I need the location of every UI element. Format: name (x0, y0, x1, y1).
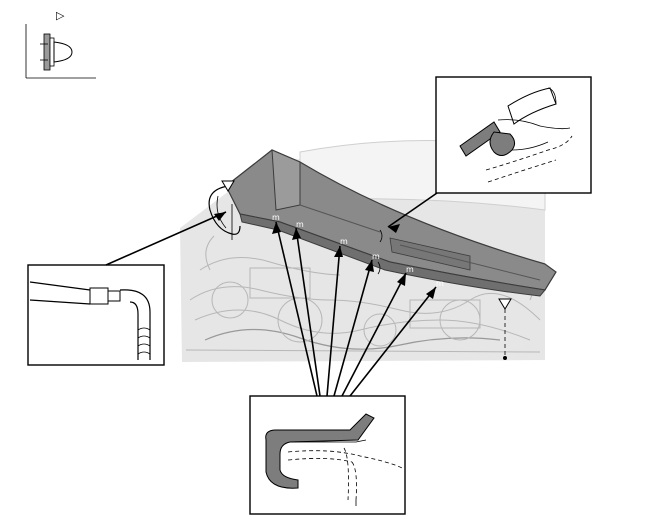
clip-marker-4: m (372, 252, 380, 261)
triangle-marker-left (221, 180, 235, 192)
leader-lines (105, 192, 438, 397)
clip-markers: m m m m m m (272, 213, 444, 288)
inset-top-right (435, 76, 592, 194)
clip-marker-6: m (436, 279, 444, 288)
clip-marker-2: m (296, 220, 304, 229)
panel-clip-mark-2 (377, 261, 381, 275)
inset-left (27, 264, 165, 366)
panel-clip-mark (379, 229, 383, 243)
cowl-panel (225, 149, 557, 297)
washer-hose (208, 180, 241, 240)
clip-marker-1: m (272, 213, 280, 222)
triangle-marker-right (498, 298, 512, 310)
clip-fastener-icon (25, 24, 96, 79)
triangle-outline-icon: ▷ (56, 9, 65, 22)
inset-bottom (249, 395, 406, 515)
leader-arrowheads (214, 212, 436, 299)
right-attachment (498, 298, 512, 360)
clip-marker-5: m (406, 265, 414, 274)
clip-marker-3: m (340, 237, 348, 246)
